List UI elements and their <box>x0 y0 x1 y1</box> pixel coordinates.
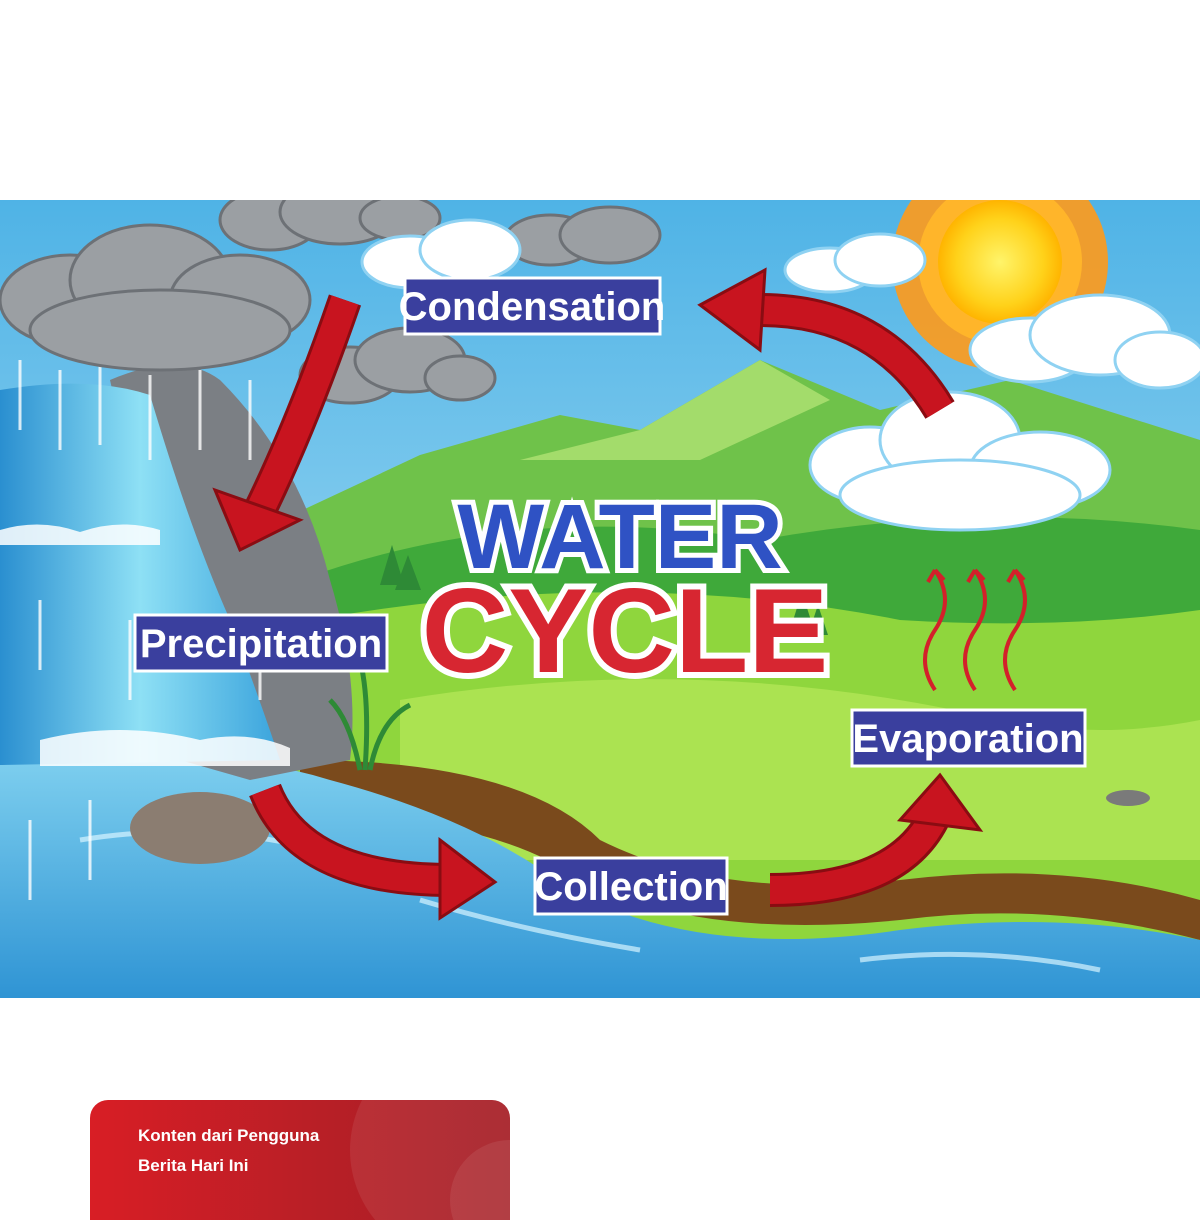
arrow-collection-to-evaporation <box>769 772 984 907</box>
title-line-2: CYCLE <box>422 564 829 698</box>
evaporation-wavy-arrows <box>923 568 1027 692</box>
source-card-line-2: Berita Hari Ini <box>138 1156 249 1175</box>
storm-cloud-right <box>503 205 662 267</box>
source-card[interactable]: Konten dari Pengguna Berita Hari Ini <box>90 1100 510 1220</box>
stage-precipitation: Precipitation <box>133 613 389 673</box>
stage-evaporation: Evaporation <box>850 708 1087 768</box>
stage-condensation-label: Condensation <box>399 285 666 329</box>
title-line-1: WATER <box>457 486 782 588</box>
stage-collection-label: Collection <box>534 865 727 909</box>
storm-cloud-top <box>218 200 442 252</box>
source-card-line-1: Konten dari Pengguna <box>138 1126 320 1145</box>
water-cycle-diagram: WATER CYCLE Condensation Precipitation C… <box>0 200 1200 998</box>
stage-collection: Collection <box>533 856 729 916</box>
white-cloud-evaporation <box>808 390 1112 532</box>
white-cloud-sun <box>968 293 1200 390</box>
arrow-evaporation-to-condensation <box>697 267 955 419</box>
mountain-highlight <box>520 360 830 460</box>
rain <box>18 360 262 900</box>
river-rock <box>130 792 270 864</box>
small-rock <box>1106 790 1150 806</box>
white-cloud-sun-left <box>783 232 927 294</box>
stage-evaporation-label: Evaporation <box>852 717 1083 761</box>
river <box>0 753 1200 998</box>
trees <box>380 545 828 635</box>
arrow-precipitation-to-collection <box>249 783 498 921</box>
storm-cloud-large <box>0 223 312 372</box>
stage-condensation: Condensation <box>399 276 666 336</box>
waterfall-foam <box>0 524 290 766</box>
stage-precipitation-label: Precipitation <box>140 622 382 666</box>
arrow-condensation-to-precipitation <box>212 294 362 553</box>
river-bank <box>300 760 1200 940</box>
